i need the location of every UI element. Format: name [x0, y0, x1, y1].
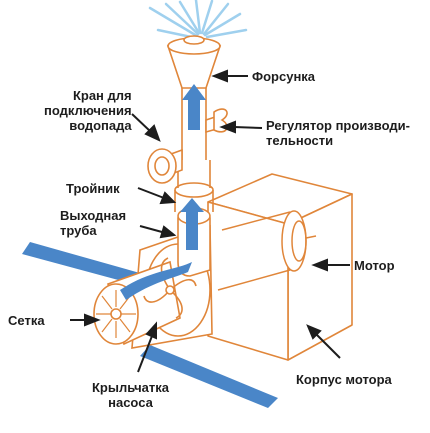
label-motor-text: Мотор — [354, 258, 395, 273]
intake-strainer — [93, 260, 181, 346]
label-forsunka-text: Форсунка — [252, 69, 316, 84]
motor-cylinder — [217, 210, 317, 291]
leader-arrows — [70, 69, 350, 373]
label-vyhodnaya-truba: Выходная труба — [60, 208, 126, 238]
nozzle — [166, 35, 222, 89]
ground-band-lower — [140, 345, 278, 408]
label-setka-text: Сетка — [8, 313, 45, 328]
label-troynik: Тройник — [66, 181, 120, 196]
impeller — [143, 257, 197, 319]
label-korpus-text: Корпус мотора — [296, 372, 392, 387]
label-kran-vodopada: Кран для подключения водопада — [44, 88, 132, 133]
label-vyhodnaya-line-2: труба — [60, 223, 97, 238]
motor-housing — [207, 173, 353, 361]
flow-arrows — [120, 84, 206, 300]
label-krylchatka-line-1: Крыльчатка — [92, 380, 169, 395]
label-motor: Мотор — [354, 258, 395, 273]
label-regulyator: Регулятор производи- тельности — [266, 118, 410, 148]
label-korpus-motora: Корпус мотора — [296, 372, 392, 387]
label-kran-line-2: подключения — [44, 103, 132, 118]
label-kran-line-3: водопада — [69, 118, 132, 133]
label-setka: Сетка — [8, 313, 45, 328]
label-vyhodnaya-line-1: Выходная — [60, 208, 127, 223]
regulator-knob — [205, 108, 228, 134]
label-kran-line-1: Кран для — [72, 88, 132, 103]
label-krylchatka-line-2: насоса — [108, 395, 153, 410]
label-krylchatka-nasosa: Крыльчатка насоса — [92, 380, 169, 410]
label-regulyator-line-2: тельности — [266, 133, 334, 148]
tee-branch — [147, 148, 183, 184]
water-spray — [148, 0, 248, 40]
label-regulyator-line-1: Регулятор производи- — [266, 118, 410, 133]
label-forsunka: Форсунка — [252, 69, 315, 84]
label-troynik-text: Тройник — [66, 181, 120, 196]
